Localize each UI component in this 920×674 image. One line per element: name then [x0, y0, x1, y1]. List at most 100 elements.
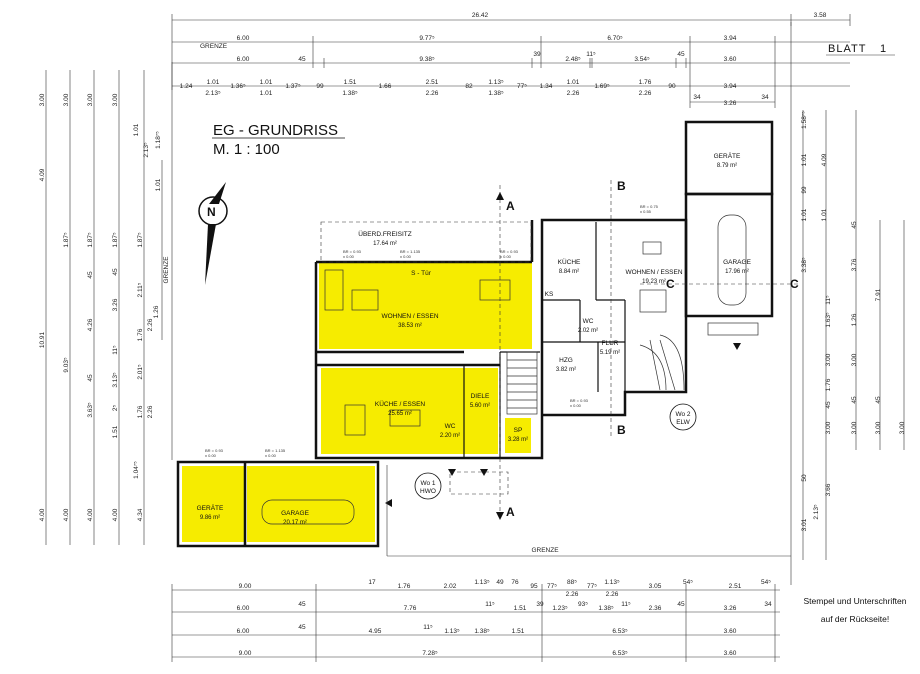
- dim-text: 1.01: [801, 208, 808, 221]
- room-name: ÜBERD.FREISITZ: [358, 230, 411, 238]
- dim-text: 34: [764, 601, 772, 608]
- dim-text: 3.00: [39, 93, 46, 106]
- dim-text: 1.58⁷⁵: [801, 111, 808, 129]
- room-area: 5.60 m²: [470, 403, 490, 409]
- section-arrow: [496, 192, 504, 200]
- dim-text: 3.58: [814, 12, 827, 19]
- entry-arrow: [448, 469, 456, 476]
- dim-text: 45: [298, 56, 306, 63]
- highlight-wohnen-essen: [319, 263, 532, 349]
- section-b-bottom: B: [617, 423, 626, 437]
- dim-text: 3.54⁵: [634, 56, 650, 63]
- unit-wo2-line1: Wo 2: [675, 411, 690, 418]
- dim-text: 26.42: [472, 12, 489, 19]
- dim-text: 3.66: [825, 483, 832, 496]
- dim-text: 54⁵: [761, 579, 771, 586]
- room-name: GERÄTE: [714, 152, 741, 160]
- grenze-left-label: GRENZE: [163, 256, 170, 284]
- room-name: HZG: [559, 357, 573, 364]
- dim-text: 9.00: [239, 583, 252, 590]
- dim-text: 1.01: [801, 153, 808, 166]
- dim-text: 1.38⁵: [474, 628, 490, 635]
- furniture: [261, 214, 747, 525]
- dim-text: 1.13⁵: [604, 579, 620, 586]
- dim-text: 2.26: [147, 405, 154, 418]
- dim-text: 7.91: [875, 288, 882, 301]
- dim-text: 1.26: [851, 313, 858, 326]
- bottom-dimensions: 9.00 17 1.76 2.02 1.13⁵ 49 76 95 77⁵ 88⁵…: [171, 579, 780, 662]
- dim-text: 17: [368, 579, 376, 586]
- dim-text: 11⁵: [485, 601, 495, 608]
- dim-text: 3.26: [724, 100, 737, 107]
- unit-circle-wo2: [669, 403, 697, 431]
- room-area: 9.86 m²: [200, 515, 220, 521]
- room-name: WC: [583, 318, 594, 325]
- unit-wo1-line1: Wo 1: [420, 480, 435, 487]
- dim-text: 4.00: [87, 508, 94, 521]
- dim-text: 1.13⁵: [488, 79, 504, 86]
- room-name: FLUR: [602, 340, 619, 347]
- dim-text: 3.63⁵: [87, 402, 94, 418]
- walls: [176, 120, 774, 548]
- dim-text: 1.38⁵: [342, 90, 358, 97]
- room-area: 8.79 m²: [717, 163, 737, 169]
- entry-arrow: [733, 343, 741, 350]
- dim-text: 1.01: [821, 208, 828, 221]
- dim-text: 45: [851, 221, 858, 229]
- dim-text: 3.00: [87, 93, 94, 106]
- unit-wo2-line2: ELW: [676, 419, 690, 426]
- dim-text: 99: [801, 186, 808, 194]
- dim-text: 3.94: [724, 35, 737, 42]
- dim-text: 1.23⁵: [552, 605, 568, 612]
- dim-text: 11⁵: [423, 624, 433, 631]
- room-name: KÜCHE: [558, 258, 581, 266]
- dim-text: 1.87⁵: [87, 232, 94, 248]
- dim-text: 3.13⁵: [112, 372, 119, 388]
- dim-text: 3.60: [724, 56, 737, 63]
- section-arrow: [496, 512, 504, 520]
- room-area: 2.20 m²: [440, 433, 460, 439]
- entry-markers: [385, 322, 759, 507]
- dim-text: 3.00: [899, 421, 906, 434]
- unit-circle-wo1: [414, 472, 442, 500]
- section-marks: A A B B C C: [496, 179, 800, 520]
- car-right: [717, 214, 747, 306]
- dim-text: 95: [530, 583, 538, 590]
- left-dimensions: 3.00 4.09 10.91 4.00 3.00 1.87⁵ 9.03⁵ 4.…: [39, 70, 163, 545]
- dim-text: 45: [87, 271, 94, 279]
- room-name: WC: [445, 423, 456, 430]
- dim-text: 76: [511, 579, 519, 586]
- dim-text: 1.01: [260, 79, 273, 86]
- dim-text: 2.26: [426, 90, 439, 97]
- section-c-right: C: [790, 277, 799, 291]
- dim-text: 1.69⁵: [594, 83, 610, 90]
- dim-text: 4.26: [87, 318, 94, 331]
- dim-text: 4.00: [39, 508, 46, 521]
- dim-text: 2.13⁵: [205, 90, 221, 97]
- dim-text: 3.00: [851, 353, 858, 366]
- dim-text: 2.11⁵: [137, 282, 144, 297]
- highlight-diele: [464, 368, 498, 454]
- dim-text: 3.00: [825, 353, 832, 366]
- dim-text: 1.37⁵: [285, 83, 301, 90]
- room-name: GARAGE: [723, 259, 751, 266]
- dim-text: 3.60: [724, 650, 737, 657]
- dim-text: 45: [851, 396, 858, 404]
- grenze-bottom-label: GRENZE: [531, 547, 559, 554]
- dim-text: 88⁵: [567, 579, 577, 586]
- dim-text: 1.76: [137, 405, 144, 418]
- dim-text: 45: [87, 374, 94, 382]
- dim-text: 2.48⁵: [565, 56, 581, 63]
- dim-text: 3.00: [825, 421, 832, 434]
- dim-text: 1.76: [398, 583, 411, 590]
- dim-text: 6.00: [237, 35, 250, 42]
- drawing-title: EG - GRUNDRISS M. 1 : 100: [212, 122, 345, 158]
- dim-text: 77⁵: [587, 583, 597, 590]
- dim-text: 6.70⁵: [607, 35, 623, 42]
- dim-text: 45: [298, 624, 306, 631]
- dim-text: 50: [801, 474, 808, 482]
